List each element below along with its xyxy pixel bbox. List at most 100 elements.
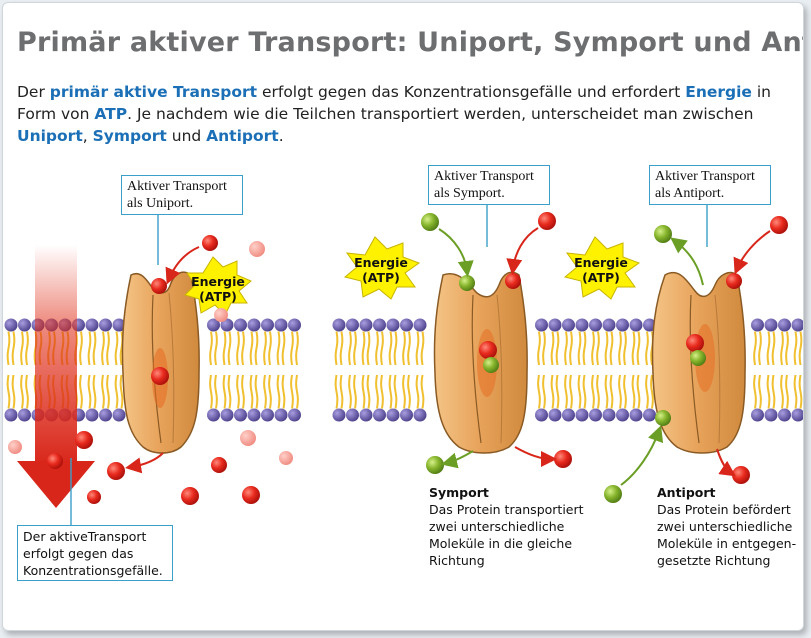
molecule-green <box>654 225 672 243</box>
molecule-green <box>483 357 499 373</box>
phospholipid-head <box>234 318 247 332</box>
molecule-red <box>505 273 521 289</box>
phospholipid-head <box>18 408 31 422</box>
phospholipid-head <box>386 318 400 332</box>
molecule-red <box>726 273 742 289</box>
keyword-primary-active: primär aktive Transport <box>49 83 258 101</box>
phospholipid-head <box>413 408 427 422</box>
molecule-red <box>151 278 167 294</box>
phospholipid-head <box>373 318 386 332</box>
phospholipid-head <box>220 318 234 332</box>
phospholipid-head <box>562 408 575 422</box>
phospholipid-head <box>274 318 288 332</box>
phospholipid-head <box>575 318 589 332</box>
symport-caption-text: Das Protein transportiert zwei unterschi… <box>429 502 584 568</box>
concentration-gradient-arrow <box>17 245 95 508</box>
keyword-energy: Energie <box>685 83 752 101</box>
antiport-caption-text: Das Protein befördert zwei unterschiedli… <box>657 502 797 568</box>
phospholipid-head <box>332 408 346 422</box>
molecule-red <box>770 216 788 234</box>
phospholipid-head <box>99 318 112 332</box>
figure-frame: Primär aktiver Transport: Uniport, Sympo… <box>2 2 804 631</box>
phospholipid-head <box>764 408 778 422</box>
transport-diagram: Energie (ATP) Energie (ATP) Energie (ATP… <box>4 204 803 525</box>
gradient-callout: Der aktiveTransport erfolgt gegen das Ko… <box>17 525 173 581</box>
molecule-red <box>75 431 93 449</box>
phospholipid-head <box>85 408 99 422</box>
intro-text: erfolgt gegen das Konzentrationsgefälle … <box>257 83 686 101</box>
phospholipid-head <box>112 318 126 332</box>
phospholipid-head <box>616 408 629 422</box>
energy-label: Energie <box>191 274 245 289</box>
intro-text: . Je nachdem wie die Teilchen transporti… <box>127 105 754 123</box>
phospholipid-head <box>535 318 548 332</box>
phospholipid-head <box>791 408 803 422</box>
molecule-red-pale <box>214 308 228 322</box>
intro-paragraph: Der primär aktive Transport erfolgt gege… <box>17 81 787 147</box>
energy-burst-uniport: Energie (ATP) <box>184 256 252 316</box>
intro-text: Der <box>17 83 50 101</box>
phospholipid-head <box>548 408 562 422</box>
phospholipid-head <box>207 318 220 332</box>
molecule-green <box>459 275 475 291</box>
phospholipid-head <box>400 318 413 332</box>
phospholipid-head <box>288 318 301 332</box>
phospholipid-head <box>247 408 261 422</box>
phospholipid-head <box>112 408 126 422</box>
phospholipid-head <box>207 408 220 422</box>
molecule-red <box>87 490 101 504</box>
keyword-symport: Symport <box>92 127 167 145</box>
energy-burst-antiport: Energie (ATP) <box>563 236 641 300</box>
phospholipid-head <box>247 318 261 332</box>
phospholipid-head <box>413 318 427 332</box>
molecule-red <box>686 334 704 352</box>
molecule-red-pale <box>249 241 265 257</box>
energy-label: Energie <box>574 255 628 270</box>
phospholipid-head <box>234 408 247 422</box>
molecule-red-pale <box>279 451 293 465</box>
phospholipid-head <box>602 318 616 332</box>
keyword-atp: ATP <box>94 105 128 123</box>
phospholipid-head <box>629 318 643 332</box>
molecule-red <box>202 235 218 251</box>
antiport-caption: Antiport Das Protein befördert zwei unte… <box>657 484 797 569</box>
phospholipid-head <box>373 408 386 422</box>
molecule-red <box>47 453 63 469</box>
intro-text: und <box>166 127 207 145</box>
phospholipid-head <box>99 408 112 422</box>
keyword-antiport: Antiport <box>206 127 279 145</box>
phospholipid-head <box>346 318 359 332</box>
phospholipid-head <box>4 408 18 422</box>
phospholipid-head <box>261 318 274 332</box>
phospholipid-head <box>602 408 616 422</box>
symport-protein <box>433 271 528 454</box>
phospholipid-head <box>274 408 288 422</box>
phospholipid-head <box>751 408 764 422</box>
phospholipid-head <box>359 408 373 422</box>
phospholipid-head <box>616 318 629 332</box>
molecule-red <box>538 212 556 230</box>
phospholipid-head <box>629 408 643 422</box>
molecule-green <box>690 350 706 366</box>
antiport-caption-title: Antiport <box>657 485 716 500</box>
symport-callout: Aktiver Transport als Symport. <box>428 165 550 205</box>
atp-label: (ATP) <box>362 270 400 285</box>
phospholipid-head <box>643 408 656 422</box>
symport-caption-title: Symport <box>429 485 489 500</box>
phospholipid-head <box>346 408 359 422</box>
phospholipid-head <box>220 408 234 422</box>
molecule-red <box>242 486 260 504</box>
intro-text: , <box>82 127 93 145</box>
uniport-callout: Aktiver Transport als Uniport. <box>121 175 243 215</box>
molecule-green <box>604 485 622 503</box>
phospholipid-head <box>643 318 656 332</box>
antiport-molecules <box>604 216 788 503</box>
phospholipid-head <box>575 408 589 422</box>
phospholipid-head <box>4 318 18 332</box>
molecule-red <box>151 367 169 385</box>
phospholipid-head <box>589 318 602 332</box>
intro-text: in Form von <box>17 83 771 123</box>
molecule-red-pale <box>8 440 22 454</box>
phospholipid-head <box>548 318 562 332</box>
phospholipid-head <box>261 408 274 422</box>
